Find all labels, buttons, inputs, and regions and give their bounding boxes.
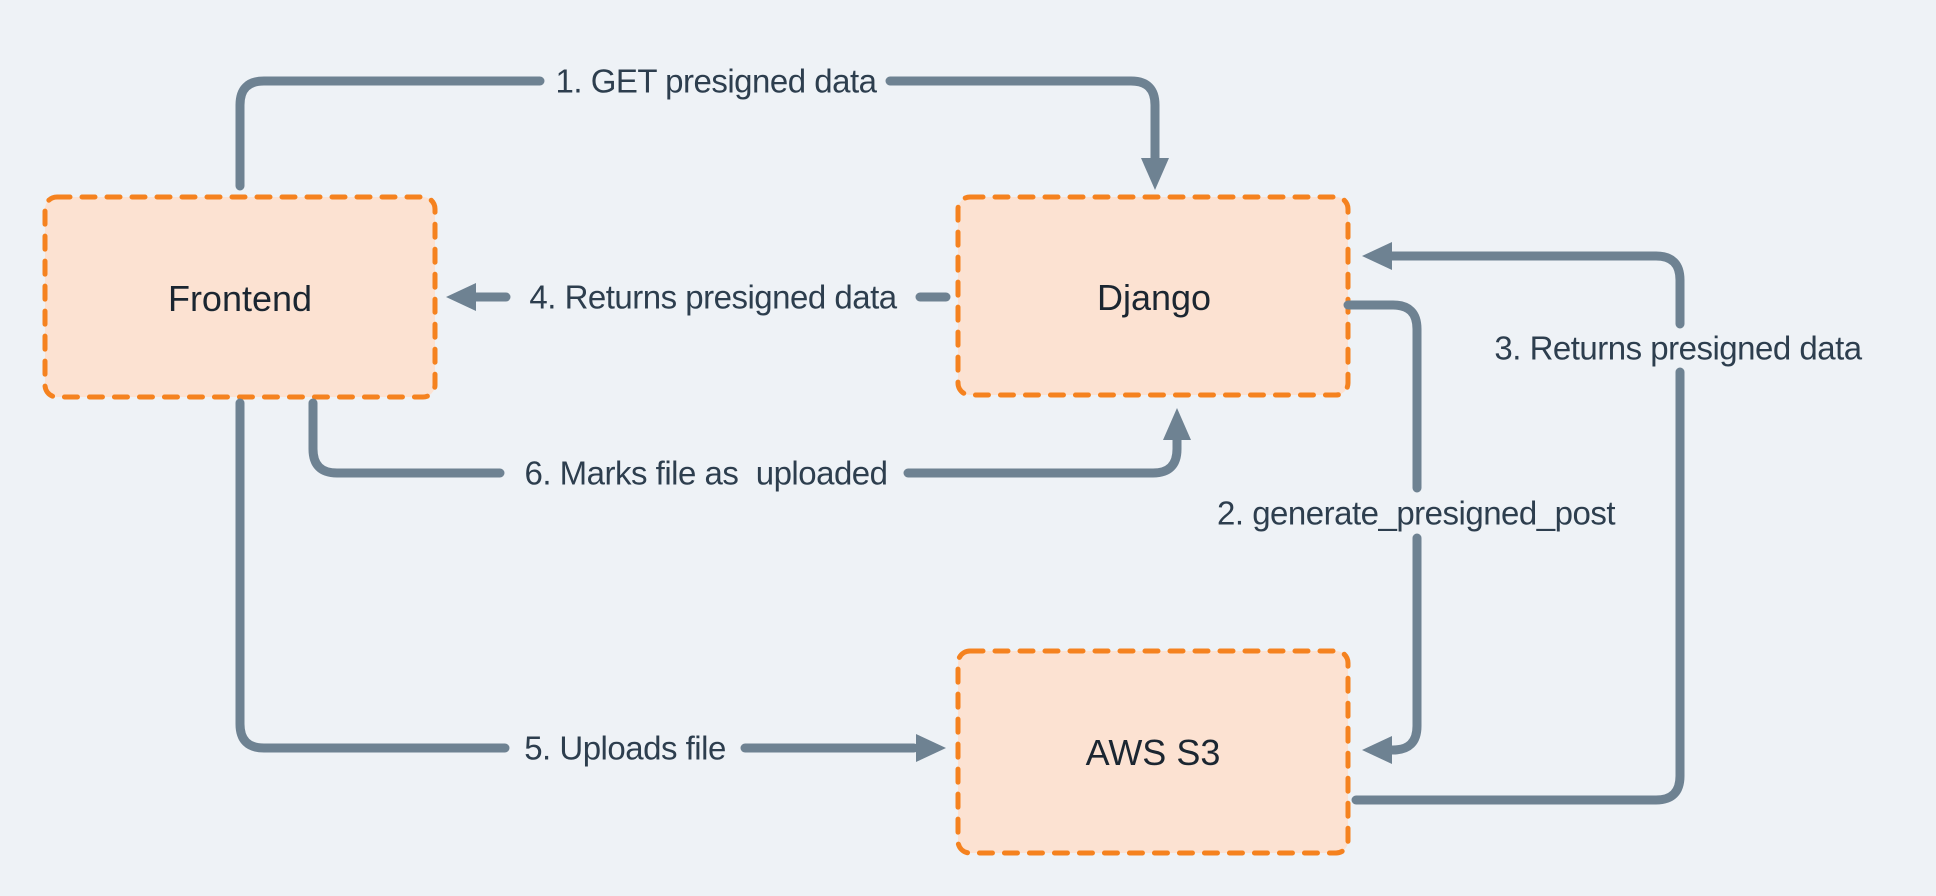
node-aws-s3-box bbox=[955, 648, 1351, 856]
edge-3-arrowhead-left-icon bbox=[1362, 242, 1392, 270]
edge-6-segment-b bbox=[903, 435, 1182, 478]
edge-1-segment-a bbox=[235, 76, 545, 191]
edge-1-label: 1. GET presigned data bbox=[555, 62, 877, 100]
edge-3-segment-b bbox=[1387, 251, 1685, 329]
node-frontend-box bbox=[42, 194, 438, 400]
edge-5-segment-a bbox=[235, 398, 510, 753]
edge-3-segment-a bbox=[1351, 367, 1685, 805]
edge-2-arrowhead-left-icon bbox=[1362, 736, 1392, 764]
edge-1-arrowhead-down-icon bbox=[1141, 158, 1169, 190]
edge-6-arrowhead-up-icon bbox=[1163, 408, 1191, 440]
node-aws-s3-label: AWS S3 bbox=[1085, 732, 1221, 773]
edge-4-label: 4. Returns presigned data bbox=[529, 278, 897, 316]
edge-1-segment-b bbox=[885, 76, 1160, 165]
node-django-label: Django bbox=[1096, 277, 1212, 318]
edge-2-segment-a bbox=[1343, 300, 1422, 493]
node-django-box bbox=[955, 194, 1351, 398]
edge-5-label: 5. Uploads file bbox=[524, 729, 726, 767]
edge-2-segment-b bbox=[1385, 533, 1422, 755]
edge-3-label: 3. Returns presigned data bbox=[1494, 329, 1862, 367]
edge-4-arrowhead-left-icon bbox=[446, 283, 476, 311]
edge-6-label: 6. Marks file as uploaded bbox=[524, 454, 888, 492]
edge-6-segment-a bbox=[308, 398, 505, 478]
edge-5-arrowhead-right-icon bbox=[916, 734, 946, 762]
edge-2-label: 2. generate_presigned_post bbox=[1217, 494, 1616, 532]
node-frontend-label: Frontend bbox=[167, 278, 313, 319]
